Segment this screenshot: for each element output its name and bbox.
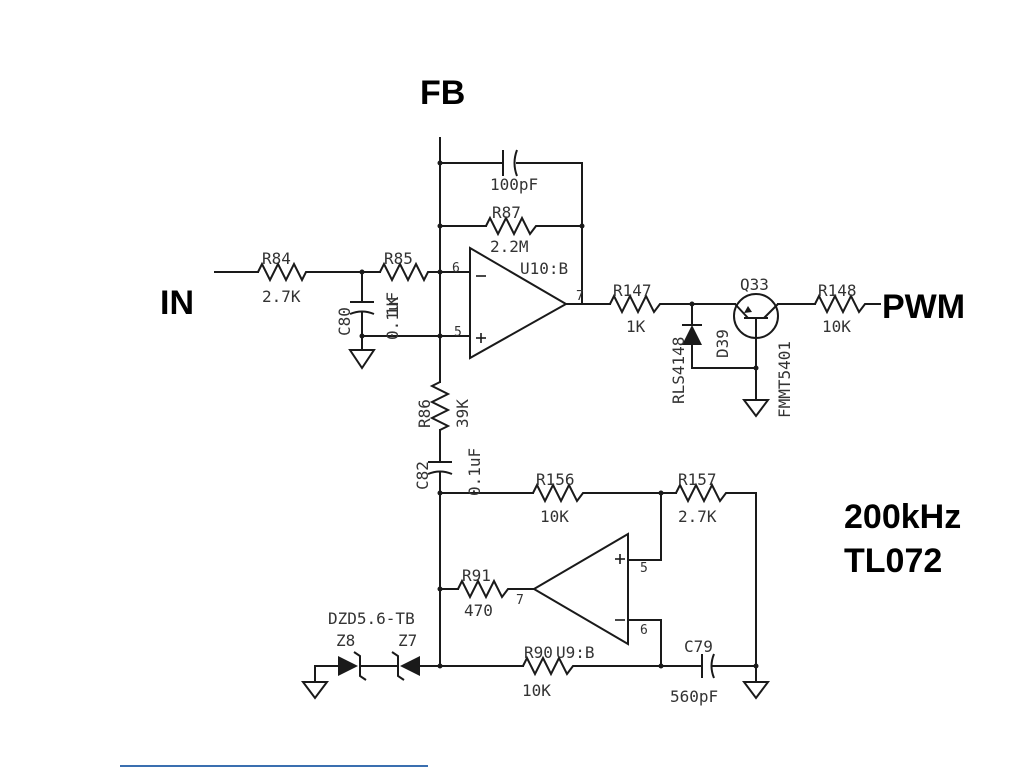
resistor-r91 bbox=[457, 578, 510, 600]
opamp-part-note: TL072 bbox=[844, 542, 942, 580]
label-q33-ref: Q33 bbox=[740, 275, 769, 294]
capacitor-100pf bbox=[502, 149, 518, 177]
label-u10b-pin7: 7 bbox=[576, 289, 584, 304]
resistor-r148 bbox=[814, 293, 867, 315]
label-d39-part: RLS4148 bbox=[669, 337, 688, 404]
label-r90-value: 10K bbox=[522, 681, 551, 700]
zener-z8 bbox=[338, 651, 367, 681]
label-r84-value: 2.7K bbox=[262, 287, 301, 306]
capacitor-c80 bbox=[349, 301, 375, 315]
resistor-r156 bbox=[532, 482, 585, 504]
resistor-r157 bbox=[675, 482, 728, 504]
ground-q33 bbox=[742, 399, 770, 418]
label-u10b-pin6: 6 bbox=[452, 261, 460, 276]
label-r148-value: 10K bbox=[822, 317, 851, 336]
resistor-r84 bbox=[257, 261, 310, 283]
label-c82-ref: C82 bbox=[413, 461, 432, 490]
label-u10b-pin5: 5 bbox=[454, 325, 462, 340]
label-r91-ref: R91 bbox=[462, 566, 491, 585]
frequency-note: 200kHz bbox=[844, 498, 961, 536]
label-r147-value: 1K bbox=[626, 317, 646, 336]
label-r84-ref: R84 bbox=[262, 249, 291, 268]
resistor-r90 bbox=[522, 655, 575, 677]
label-c79-ref: C79 bbox=[684, 637, 713, 656]
label-u9b-pin7: 7 bbox=[516, 593, 524, 608]
ground-c80 bbox=[348, 349, 376, 370]
zener-z7 bbox=[391, 651, 420, 681]
label-r91-value: 470 bbox=[464, 601, 493, 620]
label-c100-value: 100pF bbox=[490, 175, 538, 194]
label-r86-value: 39K bbox=[453, 399, 472, 428]
capacitor-c79 bbox=[701, 653, 715, 679]
label-r148-ref: R148 bbox=[818, 281, 857, 300]
resistor-r87 bbox=[485, 215, 540, 237]
label-z8-ref: Z8 bbox=[336, 631, 355, 650]
label-z7-ref: Z7 bbox=[398, 631, 417, 650]
label-r147-ref: R147 bbox=[613, 281, 652, 300]
label-q33-part: FMMT5401 bbox=[775, 341, 794, 418]
label-r157-ref: R157 bbox=[678, 470, 717, 489]
resistor-r86 bbox=[429, 381, 451, 431]
label-r156-value: 10K bbox=[540, 507, 569, 526]
label-r87-value: 2.2M bbox=[490, 237, 529, 256]
net-label-fb: FB bbox=[420, 74, 465, 112]
label-c80-ref: C80 bbox=[335, 307, 354, 336]
label-zener-part: DZD5.6-TB bbox=[328, 609, 415, 628]
net-label-in: IN bbox=[160, 284, 194, 322]
label-r85-ref: R85 bbox=[384, 249, 413, 268]
label-r156-ref: R156 bbox=[536, 470, 575, 489]
net-label-pwm: PWM bbox=[882, 288, 965, 326]
label-c82-value: 0.1uF bbox=[465, 448, 484, 496]
resistor-r85 bbox=[379, 261, 432, 283]
label-c80-value: 0.1uF bbox=[383, 292, 402, 340]
opamp-u9b bbox=[532, 532, 629, 646]
wires bbox=[214, 137, 881, 683]
capacitor-c82 bbox=[427, 461, 453, 475]
resistor-r147 bbox=[609, 293, 664, 315]
label-c79-value: 560pF bbox=[670, 687, 718, 706]
label-u10b-ref: U10:B bbox=[520, 259, 568, 278]
diode-d39 bbox=[682, 324, 702, 345]
label-r90-ref: R90 bbox=[524, 643, 553, 662]
label-u9b-ref: U9:B bbox=[556, 643, 595, 662]
label-d39-ref: D39 bbox=[713, 329, 732, 358]
ground-c79 bbox=[742, 681, 770, 700]
label-r157-value: 2.7K bbox=[678, 507, 717, 526]
label-r86-ref: R86 bbox=[415, 399, 434, 428]
label-r87-ref: R87 bbox=[492, 203, 521, 222]
label-u9b-pin5: 5 bbox=[640, 561, 648, 576]
label-r85-value: 1K bbox=[383, 296, 402, 316]
ground-zener bbox=[301, 681, 329, 700]
junctions bbox=[359, 160, 759, 669]
label-u9b-pin6: 6 bbox=[640, 623, 648, 638]
transistor-q33 bbox=[733, 293, 779, 339]
opamp-u10b bbox=[469, 246, 569, 360]
